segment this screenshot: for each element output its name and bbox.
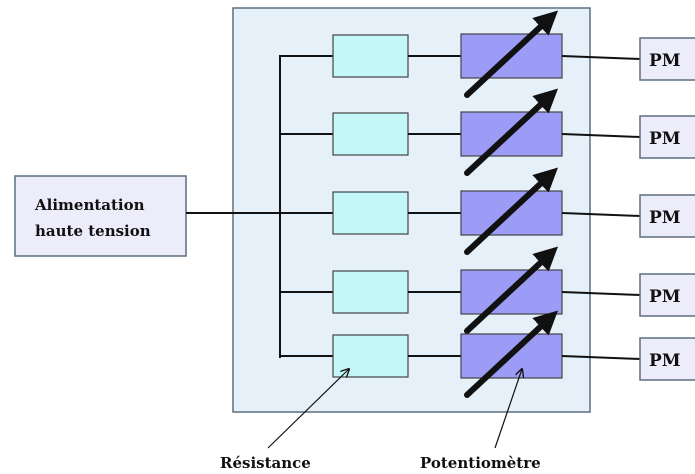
- potentiometer-arrow: [464, 246, 559, 334]
- potentiometer: [460, 33, 563, 79]
- pm-label: PM: [649, 51, 681, 71]
- channel-row: PM: [280, 246, 695, 334]
- channel-row: PM: [280, 167, 695, 255]
- resistor-label: Résistance: [220, 454, 311, 472]
- resistor: [332, 334, 409, 378]
- channel-rows: PM PM PM PM PM: [280, 10, 695, 398]
- potentiometer-arrow: [464, 167, 559, 255]
- power-supply-label-line1: Alimentation: [34, 196, 145, 214]
- resistor-pointer-line: [267, 369, 349, 449]
- pm-box: [639, 273, 695, 317]
- power-supply-label-line2: haute tension: [35, 222, 151, 240]
- pm-box: [639, 37, 695, 81]
- resistor: [332, 34, 409, 78]
- output-wire: [561, 355, 641, 360]
- channel-row: PM: [280, 310, 695, 398]
- pm-box: [639, 194, 695, 238]
- pm-label: PM: [649, 129, 681, 149]
- pm-label: PM: [649, 208, 681, 228]
- potentiometer-arrow: [464, 310, 559, 398]
- resistor: [332, 112, 409, 156]
- output-wire: [561, 291, 641, 296]
- potentiometer-label: Potentiomètre: [420, 454, 541, 472]
- potentiometer-arrow: [464, 10, 559, 98]
- channel-row: PM: [280, 10, 695, 98]
- power-supply: Alimentation haute tension: [14, 175, 187, 257]
- pm-label: PM: [649, 351, 681, 371]
- potentiometer-annotation: Potentiomètre: [420, 369, 541, 472]
- output-wire: [561, 212, 641, 217]
- output-wire: [561, 55, 641, 60]
- potentiometer-pointer-line: [494, 369, 522, 449]
- power-supply-box: [14, 175, 187, 257]
- pm-box: [639, 337, 695, 381]
- resistor: [332, 191, 409, 235]
- potentiometer-arrow: [464, 88, 559, 176]
- pm-label: PM: [649, 287, 681, 307]
- resistor: [332, 270, 409, 314]
- output-wire: [561, 133, 641, 138]
- resistor-annotation: Résistance: [220, 369, 349, 472]
- channel-row: PM: [280, 88, 695, 176]
- pm-box: [639, 115, 695, 159]
